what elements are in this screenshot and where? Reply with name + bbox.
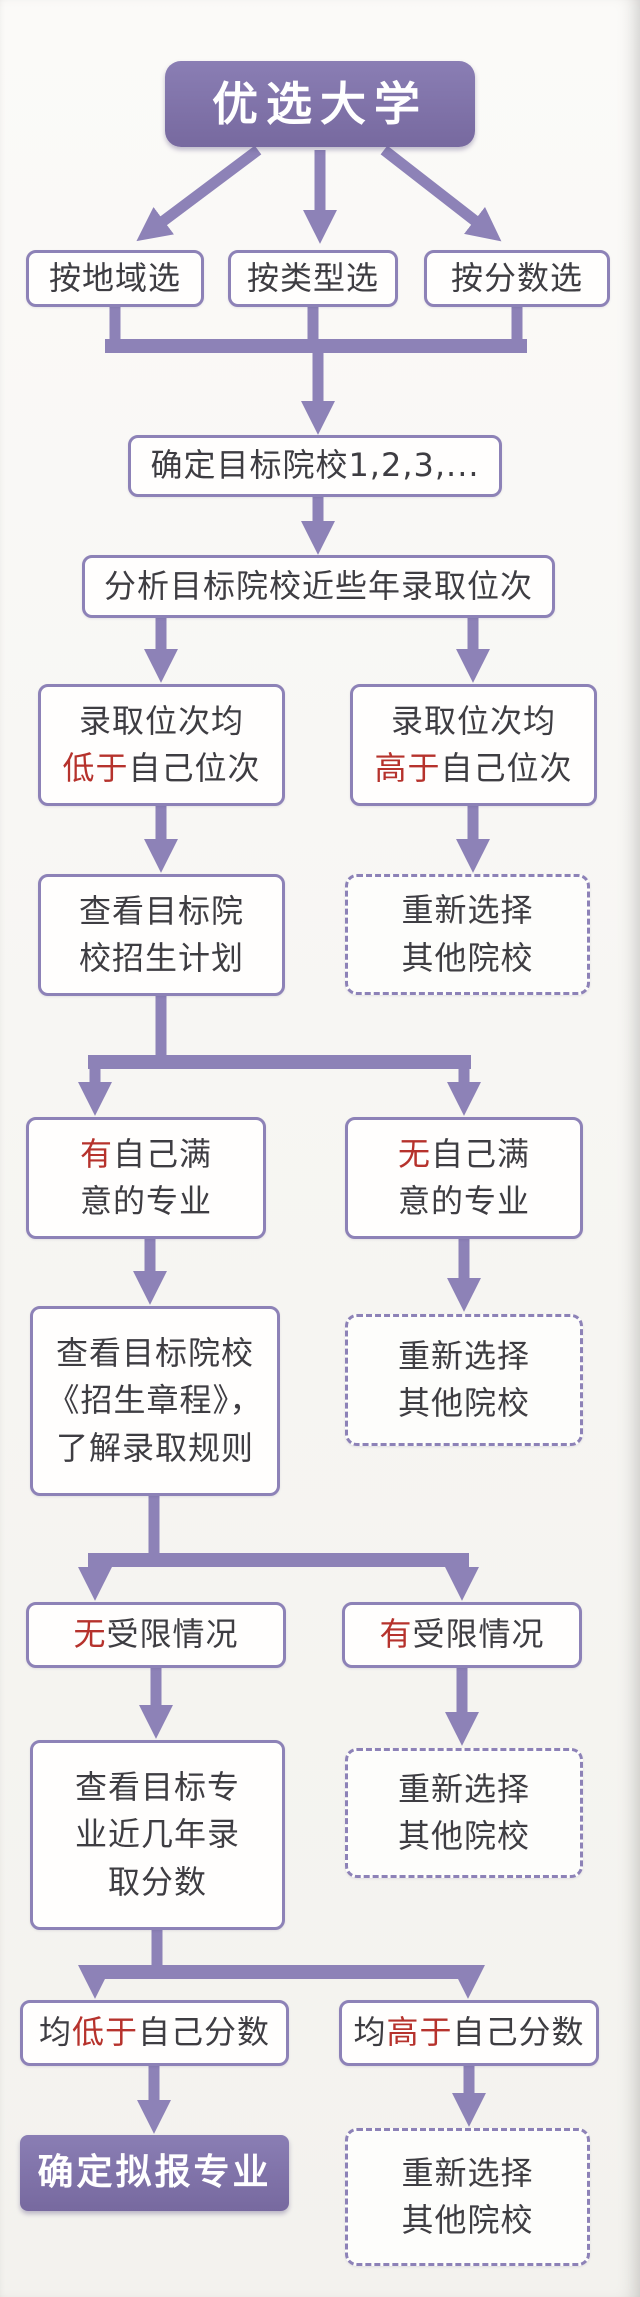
text-segment: 自己位次 (440, 749, 573, 787)
node-major-satisfied: 有自己满 意的专业 (26, 1117, 266, 1239)
red-text: 无 (397, 1134, 431, 1173)
connector-title-to-score (380, 145, 502, 242)
text-segment: 均 (38, 2013, 72, 2052)
title-text: 优选大学 (212, 76, 428, 131)
node-select-by-type: 按类型选 (228, 250, 398, 307)
node-line: 均低于自己分数 (39, 2009, 270, 2056)
red-text: 高于 (374, 749, 441, 787)
red-text: 无 (73, 1615, 107, 1654)
red-text: 有 (79, 1134, 113, 1173)
text-segment: 录取位次均 (78, 701, 244, 740)
node-label: 按地域选 (48, 258, 181, 297)
node-line: 低于自己位次 (62, 745, 260, 792)
node-reselect-2: 重新选择 其他院校 (345, 1314, 583, 1446)
node-line: 无受限情况 (73, 1611, 238, 1658)
node-analyze-rank: 分析目标院校近些年录取位次 (82, 555, 555, 618)
node-select-by-score: 按分数选 (424, 250, 610, 307)
node-score-lower: 均低于自己分数 (20, 2000, 289, 2066)
node-final-major: 确定拟报专业 (20, 2135, 289, 2211)
text-segment: 自己满 (113, 1134, 213, 1173)
node-has-restriction: 有受限情况 (342, 1602, 582, 1668)
node-check-charter: 查看目标院校 《招生章程》， 了解录取规则 (30, 1306, 280, 1496)
node-line: 重新选择 (397, 1769, 530, 1808)
text-segment: 自己满 (431, 1134, 531, 1173)
node-line: 其他院校 (397, 1384, 530, 1422)
node-line: 其他院校 (397, 1817, 530, 1855)
node-label: 确定目标院校1,2,3,... (150, 446, 480, 485)
text-segment: 意的专业 (79, 1182, 212, 1220)
node-line: 意的专业 (398, 1178, 530, 1225)
node-line: 录取位次均 (391, 698, 556, 745)
node-target-schools: 确定目标院校1,2,3,... (128, 435, 502, 497)
text-segment: 意的专业 (397, 1182, 530, 1220)
node-line: 了解录取规则 (55, 1428, 254, 1467)
node-line: 其他院校 (401, 938, 534, 977)
node-check-major-scores: 查看目标专 业近几年录 取分数 (30, 1740, 285, 1930)
text-segment: 自己分数 (138, 2013, 271, 2052)
node-line: 其他院校 (401, 2201, 534, 2239)
node-line: 重新选择 (401, 891, 534, 930)
text-segment: 受限情况 (106, 1615, 239, 1654)
node-label: 按类型选 (246, 258, 379, 297)
text-segment: 均 (353, 2013, 387, 2052)
node-line: 查看目标院 (78, 891, 244, 930)
node-line: 意的专业 (80, 1178, 212, 1225)
node-title: 优选大学 (165, 61, 475, 147)
node-no-restriction: 无受限情况 (26, 1602, 286, 1668)
node-check-enrollment-plan: 查看目标院 校招生计划 (38, 874, 285, 996)
node-reselect-3: 重新选择 其他院校 (345, 1748, 583, 1878)
text-segment: 受限情况 (412, 1615, 545, 1654)
node-line: 查看目标院校 (55, 1333, 254, 1372)
node-rank-higher: 录取位次均 高于自己位次 (350, 684, 597, 806)
node-major-unsatisfied: 无自己满 意的专业 (345, 1117, 583, 1239)
red-text: 低于 (71, 2013, 138, 2052)
node-line: 查看目标专 (74, 1767, 240, 1806)
node-label: 按分数选 (450, 258, 583, 297)
node-line: 校招生计划 (78, 939, 244, 977)
node-reselect-1: 重新选择 其他院校 (345, 874, 590, 995)
text-segment: 自己位次 (128, 749, 261, 787)
red-text: 低于 (62, 749, 129, 787)
node-line: 业近几年录 (74, 1815, 240, 1854)
text-segment: 录取位次均 (390, 701, 556, 740)
node-line: 重新选择 (401, 2153, 534, 2192)
red-text: 高于 (386, 2013, 453, 2052)
node-score-higher: 均高于自己分数 (339, 2000, 599, 2066)
node-line: 高于自己位次 (374, 745, 572, 792)
node-line: 录取位次均 (79, 698, 244, 745)
node-line: 《招生章程》， (47, 1381, 263, 1420)
node-label: 确定拟报专业 (37, 2152, 272, 2194)
node-select-by-region: 按地域选 (26, 250, 204, 307)
node-line: 有自己满 (80, 1131, 212, 1178)
connector-title-to-region (136, 145, 262, 242)
node-line: 重新选择 (397, 1336, 530, 1375)
node-reselect-4: 重新选择 其他院校 (345, 2128, 590, 2266)
node-line: 有受限情况 (379, 1611, 544, 1658)
node-line: 取分数 (107, 1862, 207, 1901)
node-line: 无自己满 (398, 1131, 530, 1178)
red-text: 有 (379, 1615, 413, 1654)
node-line: 均高于自己分数 (353, 2009, 584, 2056)
node-rank-lower: 录取位次均 低于自己位次 (38, 684, 285, 806)
node-label: 分析目标院校近些年录取位次 (103, 566, 533, 605)
text-segment: 自己分数 (452, 2013, 585, 2052)
